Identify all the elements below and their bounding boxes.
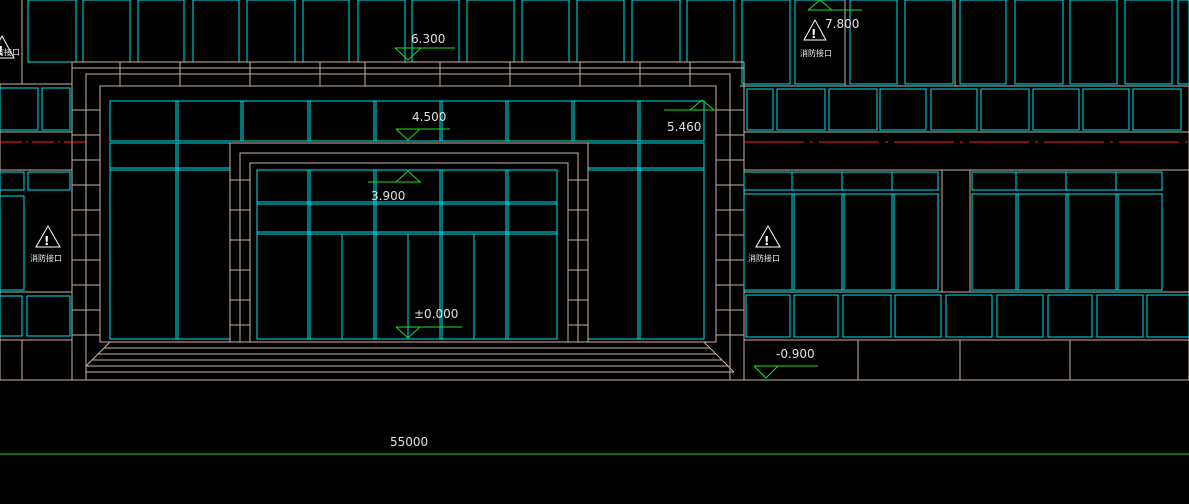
main-entrance-doors <box>256 169 558 340</box>
elevation-5460-label: 5.460 <box>667 120 701 134</box>
elevation-mark-0000: ±0.000 <box>395 307 462 339</box>
fire-connection-label: 消防接口 <box>800 48 832 58</box>
portal-curtain-wall <box>109 100 705 340</box>
elevation-4500-label: 4.500 <box>412 110 446 124</box>
fire-connection-label: 消防接口 <box>30 253 62 263</box>
entrance-steps <box>85 341 735 373</box>
elevation-6300-label: 6.300 <box>411 32 445 46</box>
elevation-mark-minus0900: -0.900 <box>753 347 818 379</box>
elevation-minus0900-label: -0.900 <box>776 347 815 361</box>
elevation-0000-label: ±0.000 <box>414 307 458 321</box>
elevation-3900-label: 3.900 <box>371 189 405 203</box>
fire-connection-label: 消防接口 <box>0 47 20 57</box>
warning-icon: ! <box>0 44 3 58</box>
fire-connection-symbol-top: ! 消防接口 <box>800 18 832 58</box>
left-wing <box>0 83 73 381</box>
fire-connection-symbol-left: ! 消防接口 <box>30 224 62 263</box>
fire-connection-symbol-right: ! 消防接口 <box>748 224 781 263</box>
fire-connection-symbol-top-left: ! 消防接口 <box>0 34 20 59</box>
elevation-7800-label: 7.800 <box>825 17 859 31</box>
warning-icon: ! <box>811 27 816 41</box>
elevation-mark-5460: 5.460 <box>664 99 716 134</box>
right-wing <box>743 85 1189 381</box>
elevation-mark-4500: 4.500 <box>395 110 450 141</box>
elevation-mark-7800: 7.800 <box>807 0 862 31</box>
overall-dimension-label: 55000 <box>390 435 428 449</box>
upper-floor-windows <box>27 0 1189 85</box>
doorway-surround <box>229 142 589 343</box>
elevation-mark-3900: 3.900 <box>368 170 422 203</box>
warning-icon: ! <box>44 234 49 248</box>
fire-connection-label: 消防接口 <box>748 253 780 263</box>
upper-floor-outline <box>0 0 1189 87</box>
warning-icon: ! <box>764 234 769 248</box>
elevation-mark-6300: 6.300 <box>394 32 455 61</box>
